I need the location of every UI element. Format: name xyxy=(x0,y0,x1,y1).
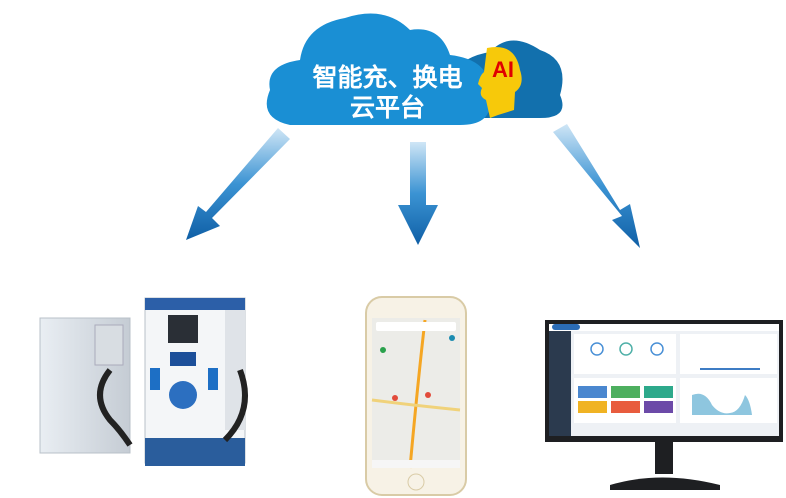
cloud-title: 智能充、换电 云平台 xyxy=(300,63,475,123)
cloud-title-line1: 智能充、换电 xyxy=(312,63,463,92)
cloud-platform xyxy=(266,13,563,126)
arrow-to-charger xyxy=(186,128,290,240)
monitor-illustration xyxy=(545,320,783,490)
cloud-title-line2: 云平台 xyxy=(349,93,425,122)
charging-station-illustration xyxy=(39,297,248,466)
arrow-to-monitor xyxy=(553,124,640,248)
ai-label: AI xyxy=(492,57,514,82)
smartphone-illustration xyxy=(365,296,467,496)
head-icon xyxy=(478,46,522,118)
arrow-to-phone xyxy=(398,142,438,245)
